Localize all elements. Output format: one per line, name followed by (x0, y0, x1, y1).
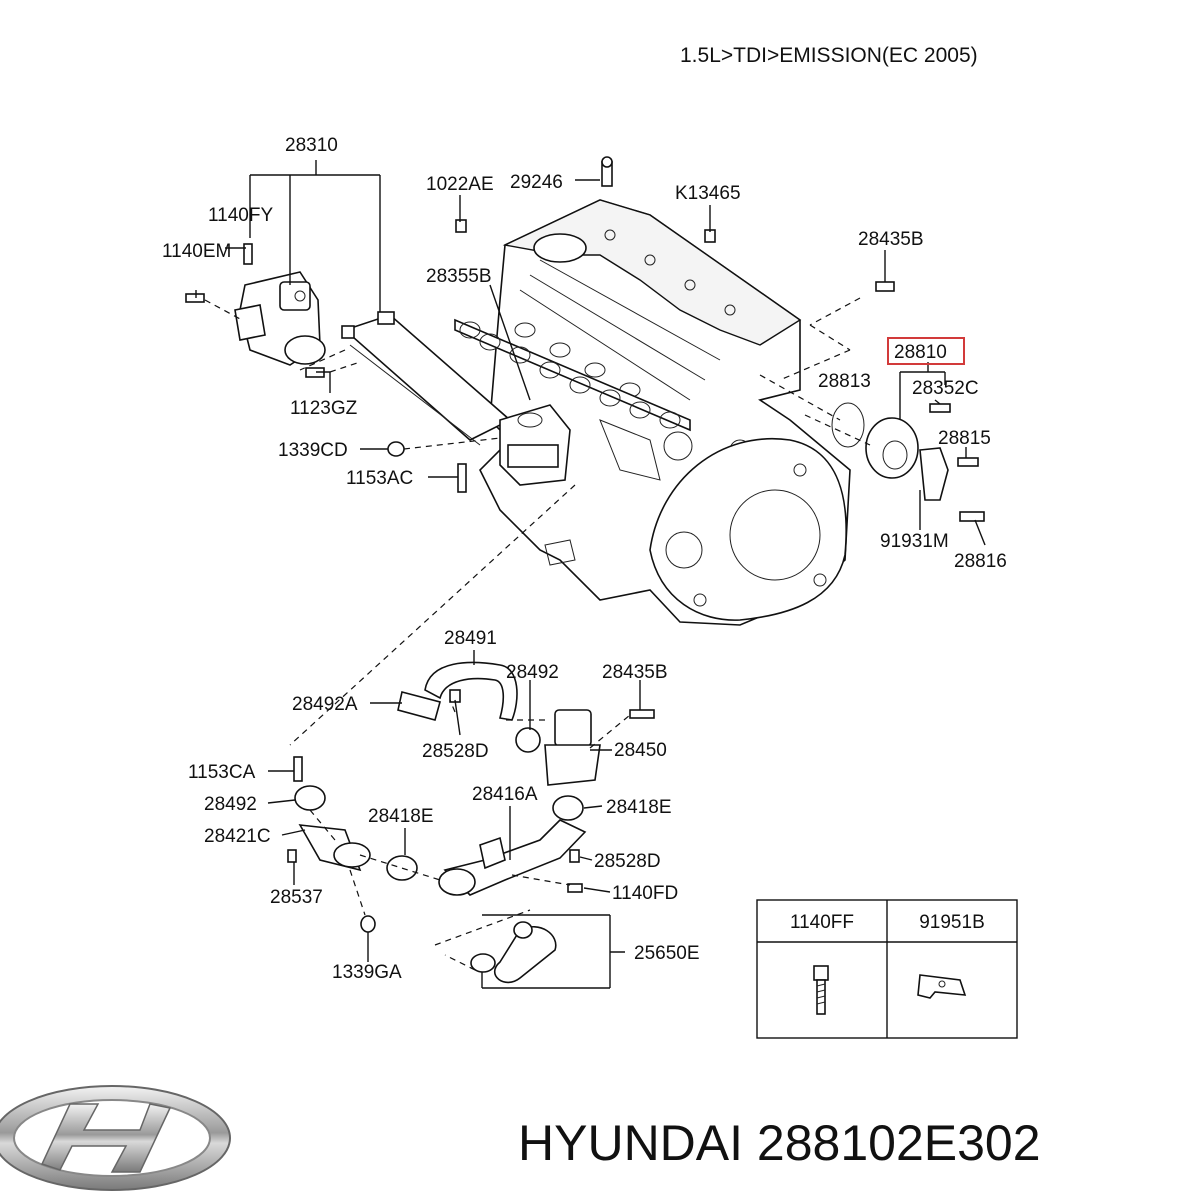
callout-25650E: 25650E (634, 943, 700, 964)
egr-actuator-28310 (234, 271, 326, 366)
highlight-box-28810 (887, 337, 965, 365)
callout-28816: 28816 (954, 551, 1007, 572)
callout-28355B: 28355B (426, 266, 492, 287)
callout-28310: 28310 (285, 135, 338, 156)
egr-housing (387, 404, 571, 493)
callout-1140FY: 1140FY (208, 205, 273, 226)
callout-labels: 28310 1140FY 1140EM 1123GZ 1022AE 29246 … (162, 135, 1007, 983)
callout-1339CD: 1339CD (278, 440, 348, 461)
bracket-icon (917, 974, 967, 999)
dashed-routing-lines (204, 297, 871, 971)
callout-28815: 28815 (938, 428, 991, 449)
callout-28416A: 28416A (472, 784, 538, 805)
callout-1339GA: 1339GA (332, 962, 402, 983)
vacuum-pump-28810 (831, 402, 985, 522)
callout-1123GZ: 1123GZ (290, 398, 358, 419)
callout-28492-left: 28492 (204, 794, 257, 815)
callout-28418E-left: 28418E (368, 806, 434, 827)
top-fittings (455, 156, 895, 292)
callout-28435B-bottom: 28435B (602, 662, 668, 683)
egr-pipe-assembly (287, 661, 655, 984)
callout-1022AE: 1022AE (426, 174, 494, 195)
callout-28435B-top: 28435B (858, 229, 924, 250)
callout-28492-top: 28492 (506, 662, 559, 683)
callout-28492A: 28492A (292, 694, 358, 715)
callout-28352C: 28352C (912, 378, 979, 399)
callout-1140EM: 1140EM (162, 241, 231, 262)
exhaust-manifold-gasket (454, 318, 691, 432)
legend-col-91951B: 91951B (919, 912, 985, 933)
callout-28528D-top: 28528D (422, 741, 489, 762)
legend-col-1140FF: 1140FF (790, 912, 854, 933)
callout-28537: 28537 (270, 887, 323, 908)
callout-28810: 28810 (894, 342, 947, 363)
part-number-caption: HYUNDAI 288102E302 (518, 1115, 1041, 1171)
callout-28418E-right: 28418E (606, 797, 672, 818)
callout-1153CA: 1153CA (188, 762, 256, 783)
callout-1153AC: 1153AC (346, 468, 413, 489)
callout-28491: 28491 (444, 628, 497, 649)
bolt-icon (813, 965, 829, 1015)
legend-table: 1140FF 91951B (756, 899, 1018, 1039)
callout-28528D-bottom: 28528D (594, 851, 661, 872)
leader-lines (195, 160, 986, 989)
callout-28450: 28450 (614, 740, 667, 761)
callout-K13465: K13465 (675, 183, 741, 204)
callout-29246: 29246 (510, 172, 563, 193)
callout-91931M: 91931M (880, 531, 949, 552)
callout-28421C: 28421C (204, 826, 271, 847)
model-path-header: 1.5L>TDI>EMISSION(EC 2005) (680, 44, 978, 67)
hyundai-logo-icon (0, 1085, 231, 1191)
callout-1140FD: 1140FD (612, 883, 678, 904)
callout-28813: 28813 (818, 371, 871, 392)
